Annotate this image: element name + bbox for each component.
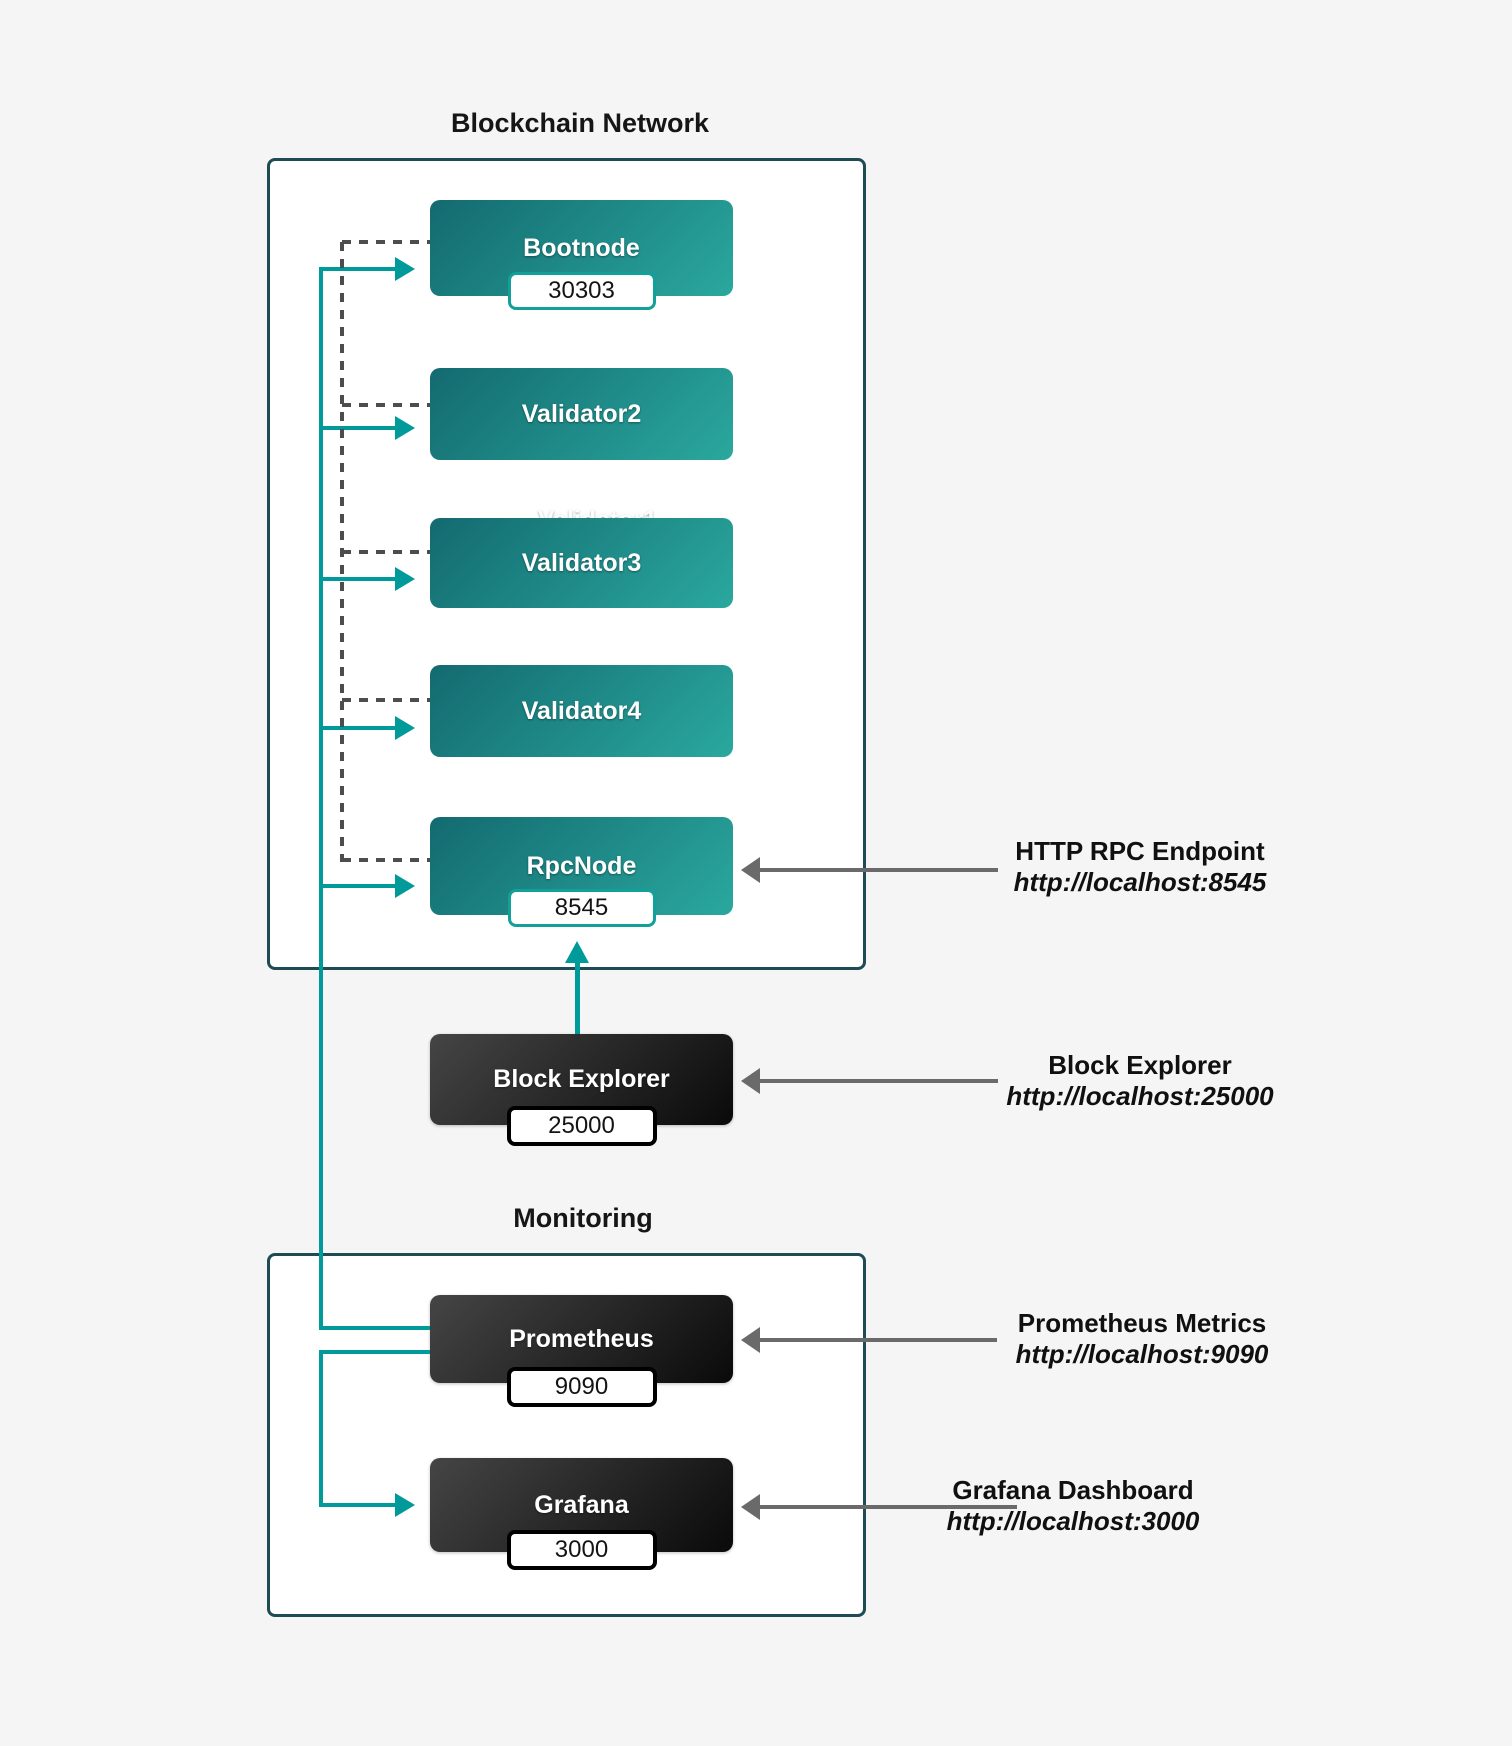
node-rpcnode: RpcNode 8545 [430,817,733,927]
teal-bus-line-monitoring [319,1350,323,1507]
node-bootnode-label: Bootnode [523,233,640,262]
node-validator2: Validator2 [430,368,733,460]
dashed-edge-validator3 [342,550,430,554]
cluster-title-monitoring: Monitoring [513,1203,653,1233]
arrowhead-left-grafana-annotation-icon [741,1494,760,1520]
edge-to-prometheus-lower [319,1350,430,1354]
cluster-title-blockchain-network: Blockchain Network [450,108,710,138]
dashed-edge-rpcnode [342,858,430,862]
arrowhead-right-grafana-icon [395,1493,415,1517]
edge-to-validator3 [319,577,395,581]
node-validator4-label: Validator4 [521,696,642,725]
node-bootnode-port-badge: 30303 [507,272,656,310]
annotation-grafana-url: http://localhost:3000 [946,1506,1200,1536]
dashed-edge-bootnode [342,240,430,244]
node-prometheus-label: Prometheus [509,1324,654,1353]
arrowhead-left-rpc-annotation-icon [741,857,760,883]
node-validator3: Validator3 [430,518,733,608]
arrowhead-right-validator3-icon [395,567,415,591]
arrowhead-left-prometheus-annotation-icon [741,1327,760,1353]
arrowhead-right-validator2-icon [395,416,415,440]
node-block-explorer-label: Block Explorer [493,1065,670,1093]
annotation-rpc-endpoint-url: http://localhost:8545 [1013,867,1267,897]
annotation-arrow-rpc [758,868,998,872]
annotation-rpc-endpoint-title: HTTP RPC Endpoint [1015,836,1265,866]
arrowhead-right-rpcnode-icon [395,874,415,898]
annotation-prometheus: Prometheus Metrics http://localhost:9090 [977,1308,1307,1370]
node-block-explorer-port-badge: 25000 [506,1106,657,1146]
teal-bus-line [319,267,323,1330]
annotation-grafana: Grafana Dashboard http://localhost:3000 [908,1475,1238,1537]
edge-explorer-to-rpcnode [575,961,580,1034]
annotation-rpc-endpoint: HTTP RPC Endpoint http://localhost:8545 [975,836,1305,898]
arrowhead-left-explorer-annotation-icon [741,1068,760,1094]
dashed-edge-validator4 [342,698,430,702]
annotation-block-explorer-title: Block Explorer [1048,1050,1232,1080]
arrowhead-right-bootnode-icon [395,257,415,281]
annotation-arrow-explorer [758,1079,998,1083]
annotation-arrow-grafana [758,1505,1017,1509]
node-grafana-label: Grafana [534,1490,629,1519]
edge-to-rpcnode [319,884,395,888]
edge-to-validator2 [319,426,395,430]
node-rpcnode-label: RpcNode [526,851,637,880]
annotation-arrow-prometheus [758,1338,997,1342]
node-validator2-label: Validator2 [521,399,642,428]
annotation-prometheus-title: Prometheus Metrics [1017,1308,1267,1338]
edge-to-prometheus-upper [319,1326,430,1330]
node-validator3-label: Validator3 [521,548,642,577]
node-rpcnode-port-badge: 8545 [507,889,656,927]
edge-to-grafana [319,1503,395,1507]
edge-to-bootnode [319,267,395,271]
node-validator4: Validator4 [430,665,733,757]
node-grafana: Grafana 3000 [430,1458,733,1570]
node-prometheus-port-badge: 9090 [506,1367,657,1407]
node-grafana-port-badge: 3000 [506,1530,657,1570]
annotation-prometheus-url: http://localhost:9090 [1015,1339,1269,1369]
annotation-block-explorer: Block Explorer http://localhost:25000 [975,1050,1305,1112]
annotation-grafana-title: Grafana Dashboard [952,1475,1194,1505]
arrowhead-right-validator4-icon [395,716,415,740]
node-bootnode: Bootnode 30303 [430,200,733,310]
dashed-edge-validator2 [342,403,430,407]
annotation-block-explorer-url: http://localhost:25000 [1006,1081,1274,1111]
node-block-explorer: Block Explorer 25000 [430,1034,733,1146]
edge-to-validator4 [319,726,395,730]
arrowhead-up-rpcnode-icon [565,941,589,963]
node-prometheus: Prometheus 9090 [430,1295,733,1407]
